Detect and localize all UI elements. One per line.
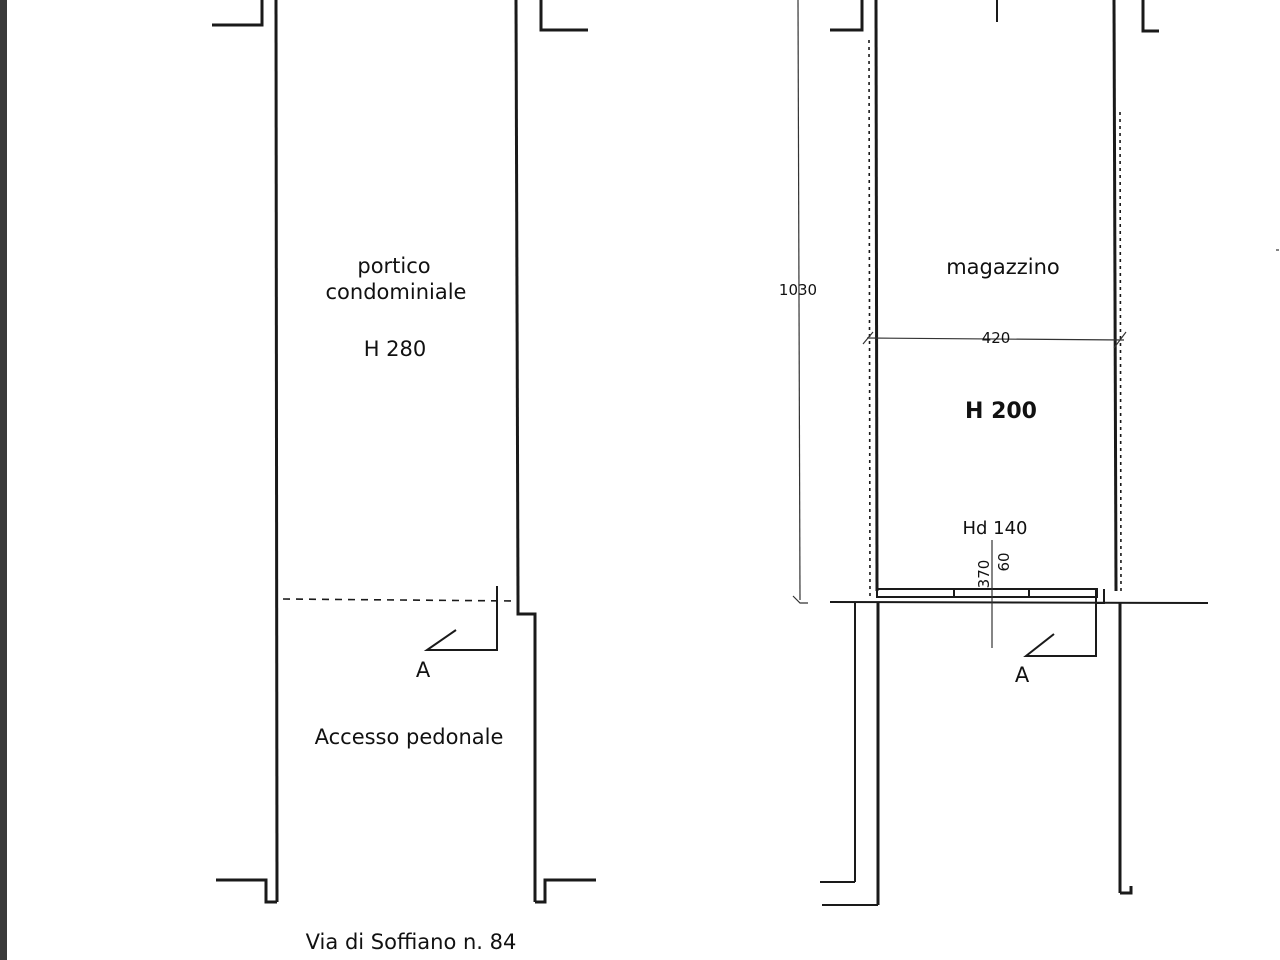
left-top-column-stub [212,0,264,27]
dimension-width-label: 420 [982,329,1011,347]
dimension-line-length [797,0,801,601]
dimension-length-label: 1030 [779,281,817,299]
magazzino-left-dotted-wall [868,39,871,601]
room-height-label: H 280 [364,337,427,361]
dimension-offset-label: 60 [995,552,1013,571]
dimension-line-width [866,337,1125,341]
dimension-arrow-length [792,595,808,604]
room-label-portico: portico [357,254,430,278]
section-marker-line-right [1023,602,1097,657]
magazzino-right-dotted-wall [1119,111,1122,593]
right-top-column-stub [539,0,588,32]
portico-threshold-line [282,598,519,602]
magazzino-top-right-stub [1141,0,1159,33]
magazzino-door-threshold [876,588,1098,598]
right-plan: 1030 420 370 60 A magazzino H 200 Hd 140 [779,0,1209,906]
bottom-right-column-stub [535,878,596,904]
magazzino-top-left-stub [830,0,864,32]
portico-left-wall [274,0,279,903]
room-label-magazzino: magazzino [946,255,1060,279]
bottom-left-column-stub [216,878,277,904]
dimension-tick-width-left [862,331,874,345]
dimension-tick-width-right [1113,331,1127,349]
section-marker-label: A [416,658,431,682]
left-plan: A portico condominiale H 280 Accesso ped… [212,0,596,954]
address-label: Via di Soffiano n. 84 [306,930,517,954]
scan-edge-bar [0,0,7,960]
magazzino-right-wall [1112,0,1118,592]
room-height-label-magazzino: H 200 [965,399,1037,424]
section-marker-label-right: A [1015,663,1030,687]
access-label: Accesso pedonale [315,725,504,749]
magazzino-left-wall [874,0,879,592]
room-label-condominiale: condominiale [326,280,467,304]
section-marker-line [423,586,498,651]
door-height-label: Hd 140 [962,518,1027,539]
door-jamb-right [1095,589,1105,604]
lower-right-foot [1120,886,1133,895]
portico-right-wall-jog [516,598,537,902]
portico-right-wall [514,0,520,599]
frontage-line [829,601,1209,604]
dimension-opening-label: 370 [975,560,993,589]
